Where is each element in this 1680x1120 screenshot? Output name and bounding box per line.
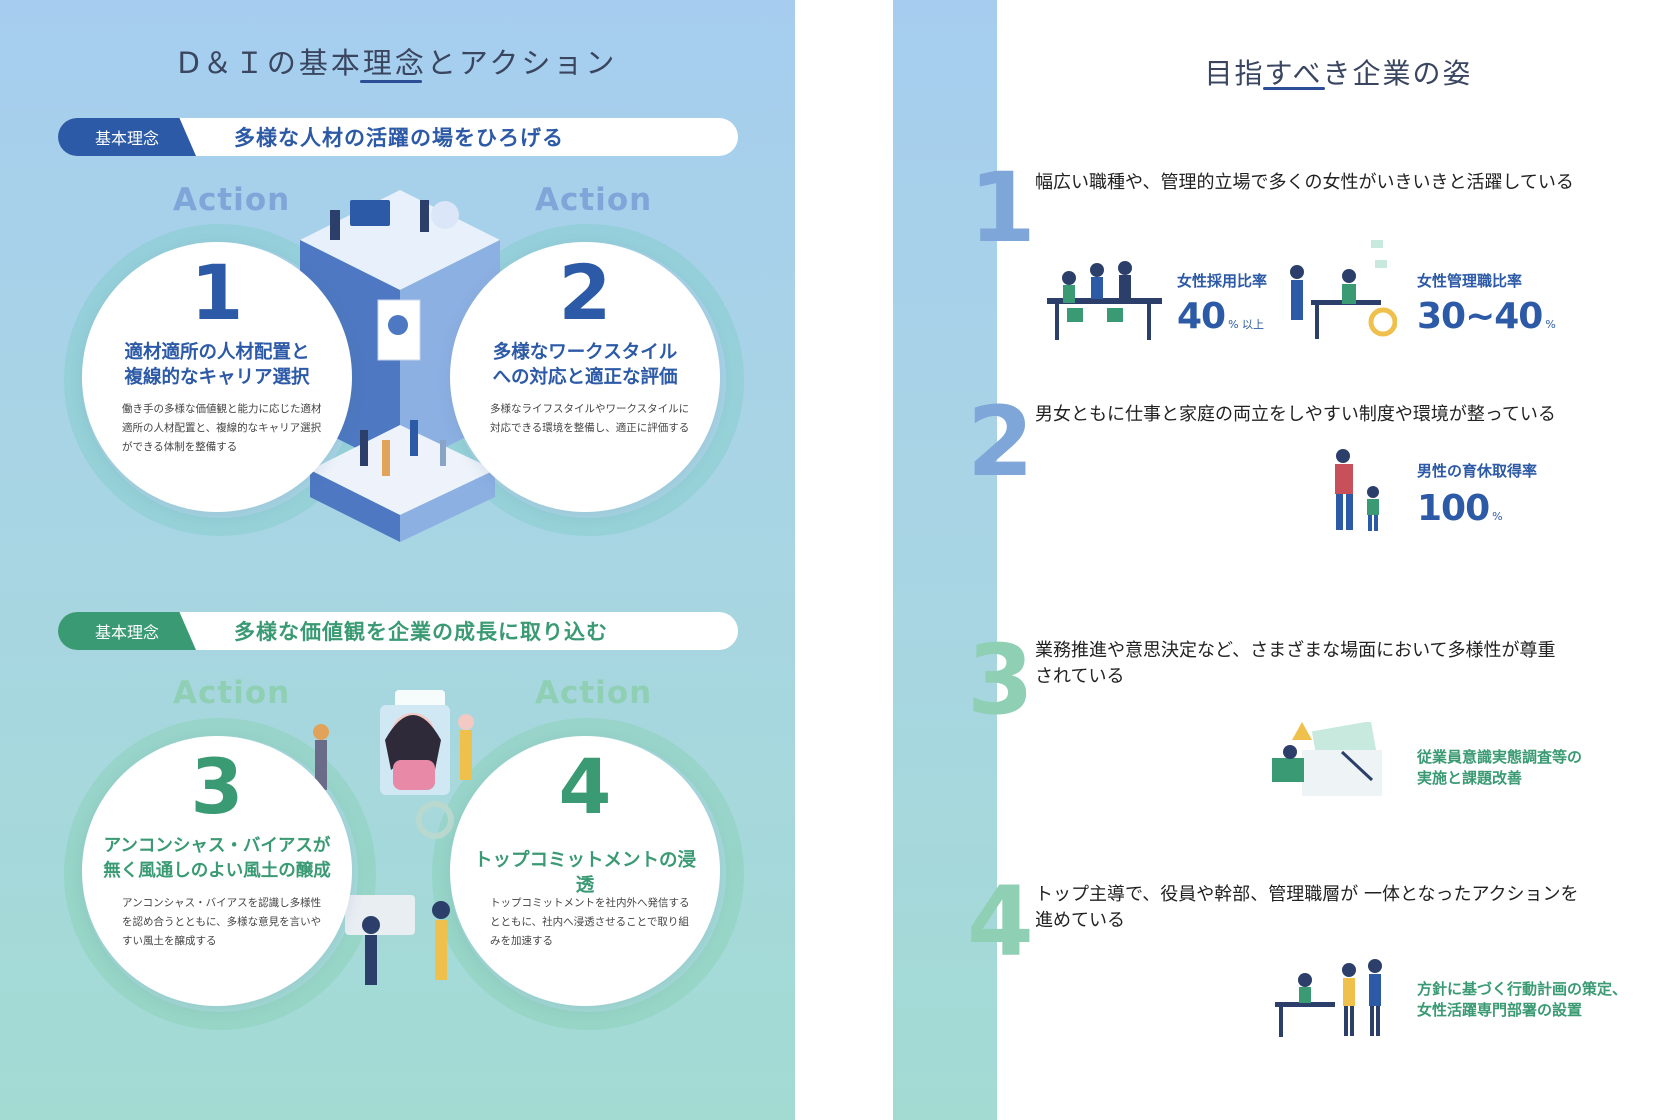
action-heading-line: アンコンシャス・バイアスが xyxy=(103,836,331,856)
action-heading: 多様なワークスタイル への対応と適正な評価 xyxy=(468,340,702,390)
stat-label-male-leave: 男性の育休取得率 xyxy=(1417,462,1538,480)
action-heading: アンコンシャス・バイアスが 無く風通しのよい風土の醸成 xyxy=(100,834,334,884)
action-3-circle: 3 アンコンシャス・バイアスが 無く風通しのよい風土の醸成 アンコンシャス・バイ… xyxy=(82,736,352,1006)
goal-text: 幅広い職種や、管理的立場で多くの女性がいきいきと活躍している xyxy=(1035,172,1574,193)
action-heading-line: への対応と適正な評価 xyxy=(492,367,678,388)
goal-number: 3 xyxy=(967,624,1034,736)
principle-text: 多様な価値観を企業の成長に取り込む xyxy=(234,620,608,644)
action-description: 多様なライフスタイルやワークスタイルに対応できる環境を整備し、適正に評価する xyxy=(490,403,690,434)
father-child-illustration xyxy=(1335,449,1379,531)
principle-pill: 基本理念 xyxy=(58,118,196,156)
stat-value-male-leave: 100% xyxy=(1417,488,1503,529)
communication-people-illustration xyxy=(313,690,474,985)
goal-text-line: 業務推進や意思決定など、さまざまな場面において多様性が尊重 xyxy=(1035,640,1556,661)
principle-bar-2: 基本理念 多様な価値観を企業の成長に取り込む xyxy=(58,612,738,650)
plan-text: 方針に基づく行動計画の策定、 女性活躍専門部署の設置 xyxy=(1417,978,1627,1020)
principle-pill: 基本理念 xyxy=(58,612,196,650)
stat-value-female-hiring: 40% 以上 xyxy=(1177,296,1265,337)
dni-principles-panel: D＆Ｉの基本理念とアクション 基本理念 多様な人材の活躍の場をひろげる Acti… xyxy=(0,0,795,1120)
goal-number: 1 xyxy=(969,152,1036,264)
plan-text-line: 方針に基づく行動計画の策定、 xyxy=(1417,980,1628,998)
action-heading-line: 無く風通しのよい風土の醸成 xyxy=(103,861,331,881)
principle-text: 多様な人材の活躍の場をひろげる xyxy=(234,126,564,150)
action-number: 3 xyxy=(190,742,244,831)
action-number: 2 xyxy=(558,248,612,337)
goal-text: トップ主導で、役員や幹部、管理職層が 一体となったアクションを 進めている xyxy=(1035,882,1625,934)
action-heading: 適材適所の人材配置と 複線的なキャリア選択 xyxy=(100,340,334,390)
action-description: 働き手の多様な価値観と能力に応じた適材適所の人材配置と、複線的なキャリア選択がで… xyxy=(122,403,322,453)
principle-bar-1: 基本理念 多様な人材の活躍の場をひろげる xyxy=(58,118,738,156)
stat-unit: % 以上 xyxy=(1228,318,1265,331)
team-meeting-illustration xyxy=(1047,261,1162,340)
panel-title: D＆Ｉの基本理念とアクション xyxy=(177,46,618,80)
panel-title: 目指すべき企業の姿 xyxy=(1204,57,1473,90)
goal-text: 男女ともに仕事と家庭の両立をしやすい制度や環境が整っている xyxy=(1035,404,1556,425)
action-4-circle: 4 トップコミットメントの浸透 トップコミットメントを社内外へ発信するとともに、… xyxy=(450,736,720,1006)
action-heading: トップコミットメントの浸透 xyxy=(468,848,702,898)
goal-text-line: トップ主導で、役員や幹部、管理職層が 一体となったアクションを xyxy=(1035,884,1579,905)
title-underline xyxy=(1263,87,1325,90)
action-heading-line: トップコミットメントの浸透 xyxy=(473,850,696,896)
action-description: アンコンシャス・バイアスを認識し多様性を認め合うとともに、多様な意見を言いやすい… xyxy=(122,897,322,947)
stat-value-female-manager: 30~40% xyxy=(1417,296,1556,337)
panel-gap xyxy=(795,0,893,1120)
plan-text-line: 女性活躍専門部署の設置 xyxy=(1417,1001,1583,1019)
survey-text: 従業員意識実態調査等の 実施と課題改善 xyxy=(1417,746,1582,788)
leadership-team-illustration xyxy=(1275,959,1382,1037)
action-1-circle: 1 適材適所の人材配置と 複線的なキャリア選択 働き手の多様な価値観と能力に応じ… xyxy=(82,242,352,512)
title-underline xyxy=(360,80,422,83)
manager-desk-illustration xyxy=(1290,240,1397,339)
goal-number: 2 xyxy=(967,386,1034,498)
action-label-1: Action xyxy=(173,182,291,218)
action-heading-line: 多様なワークスタイル xyxy=(492,342,678,363)
stat-unit: % xyxy=(1545,318,1556,331)
stat-label-female-hiring: 女性採用比率 xyxy=(1177,272,1268,290)
action-description: トップコミットメントを社内外へ発信するとともに、社内へ浸透させることで取り組みを… xyxy=(490,897,690,947)
stat-unit: % xyxy=(1492,510,1503,523)
goal-number: 4 xyxy=(967,866,1034,978)
side-stripe xyxy=(893,0,997,1120)
survey-text-line: 実施と課題改善 xyxy=(1417,769,1523,787)
action-heading-line: 複線的なキャリア選択 xyxy=(124,367,310,388)
action-number: 1 xyxy=(190,248,244,337)
survey-documents-illustration xyxy=(1272,722,1382,796)
action-label-3: Action xyxy=(173,675,291,711)
action-label-4: Action xyxy=(535,675,653,711)
action-label-2: Action xyxy=(535,182,653,218)
goal-text: 業務推進や意思決定など、さまざまな場面において多様性が尊重 されている xyxy=(1035,638,1625,690)
goal-text-line: 進めている xyxy=(1035,910,1125,931)
action-2-circle: 2 多様なワークスタイル への対応と適正な評価 多様なライフスタイルやワークスタ… xyxy=(450,242,720,512)
action-number: 4 xyxy=(558,742,612,831)
survey-text-line: 従業員意識実態調査等の xyxy=(1417,748,1583,766)
action-heading-line: 適材適所の人材配置と xyxy=(124,342,310,363)
goal-text-line: されている xyxy=(1035,666,1125,687)
ideal-company-panel: 目指すべき企業の姿 1 幅広い職種や、管理的立場で多くの女性がいきいきと活躍して… xyxy=(967,0,1680,1120)
stat-label-female-manager: 女性管理職比率 xyxy=(1417,272,1523,290)
